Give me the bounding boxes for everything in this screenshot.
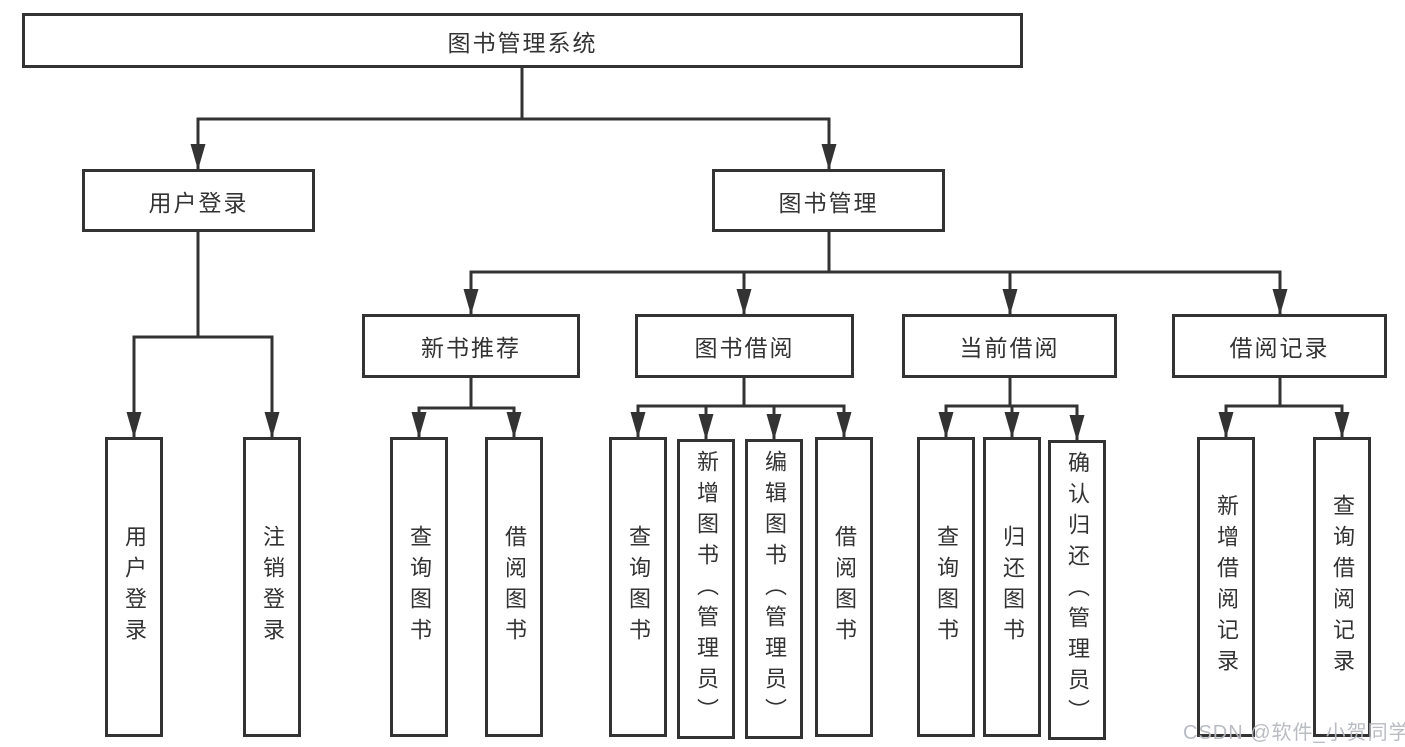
node-book-borrow: 图书借阅 bbox=[635, 314, 854, 378]
leaf-confirm-return-admin: 确认归还（管理员） bbox=[1048, 440, 1106, 740]
node-current-borrow: 当前借阅 bbox=[902, 314, 1117, 378]
leaf-borrow-books-2: 借阅图书 bbox=[815, 437, 873, 737]
leaf-add-book-admin: 新增图书（管理员） bbox=[677, 439, 735, 739]
leaf-add-borrow-record: 新增借阅记录 bbox=[1197, 437, 1255, 737]
node-new-book-recommend: 新书推荐 bbox=[362, 314, 580, 378]
leaf-query-borrow-record: 查询借阅记录 bbox=[1313, 437, 1371, 737]
leaf-logout: 注销登录 bbox=[243, 437, 301, 737]
csdn-watermark: CSDN @软件_小贺同学 bbox=[1183, 722, 1405, 744]
connector-rails bbox=[132, 66, 1344, 410]
node-borrow-record: 借阅记录 bbox=[1172, 314, 1387, 378]
leaf-edit-book-admin: 编辑图书（管理员） bbox=[745, 439, 803, 739]
node-root: 图书管理系统 bbox=[22, 13, 1023, 68]
leaf-return-book: 归还图书 bbox=[983, 437, 1041, 737]
leaf-query-books-1: 查询图书 bbox=[390, 437, 448, 737]
leaf-user-login: 用户登录 bbox=[105, 437, 163, 737]
leaf-query-books-3: 查询图书 bbox=[917, 437, 975, 737]
leaf-borrow-books-1: 借阅图书 bbox=[485, 437, 543, 737]
node-user-login: 用户登录 bbox=[82, 169, 315, 232]
leaf-query-books-2: 查询图书 bbox=[609, 437, 667, 737]
node-book-management: 图书管理 bbox=[712, 169, 945, 232]
